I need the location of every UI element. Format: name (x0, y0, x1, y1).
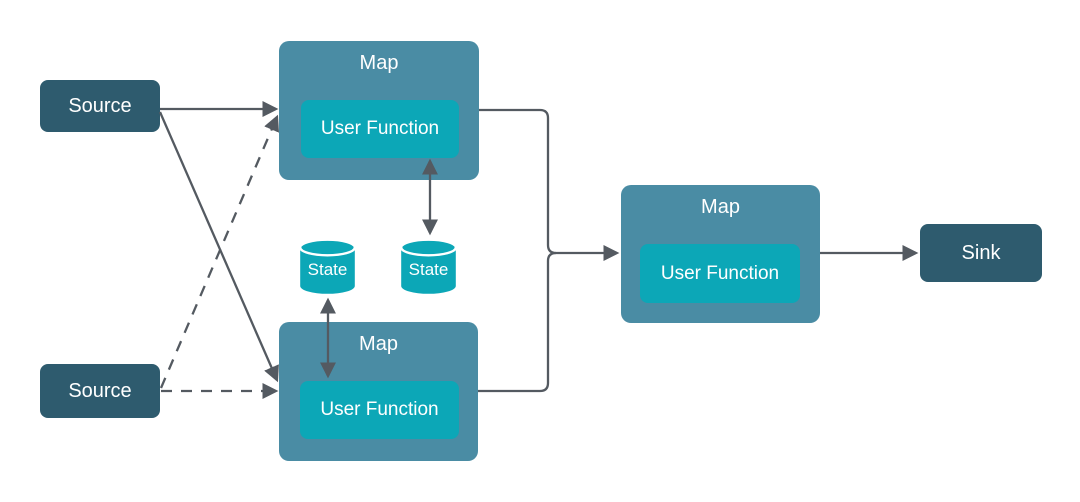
edge-map-top-to-map-right (479, 108, 620, 262)
state-right-node: State (400, 238, 457, 295)
edge-map-bottom-to-map-right (478, 251, 557, 393)
source-bottom-node: Source (40, 364, 160, 418)
map-bottom-user-function: User Function (300, 381, 459, 439)
state-right-label: State (408, 260, 449, 279)
database-cylinder-icon (400, 238, 457, 294)
state-left-label: State (307, 260, 348, 279)
map-right-node: Map User Function (621, 185, 820, 323)
state-left-node: State (299, 238, 356, 295)
map-top-label: Map (359, 52, 399, 74)
map-top-user-function: User Function (301, 100, 459, 158)
map-right-user-function: User Function (640, 244, 800, 303)
sink-node: Sink (920, 224, 1042, 282)
source-top-node: Source (40, 80, 160, 132)
database-cylinder-icon (299, 238, 356, 294)
map-right-label: Map (701, 196, 740, 218)
edge-source-top-to-map-bottom (158, 111, 279, 383)
map-top-node: Map User Function (279, 41, 479, 180)
map-bottom-label: Map (359, 333, 398, 355)
map-bottom-node: Map User Function (279, 322, 478, 461)
edge-source-bottom-to-map-top (159, 114, 280, 389)
